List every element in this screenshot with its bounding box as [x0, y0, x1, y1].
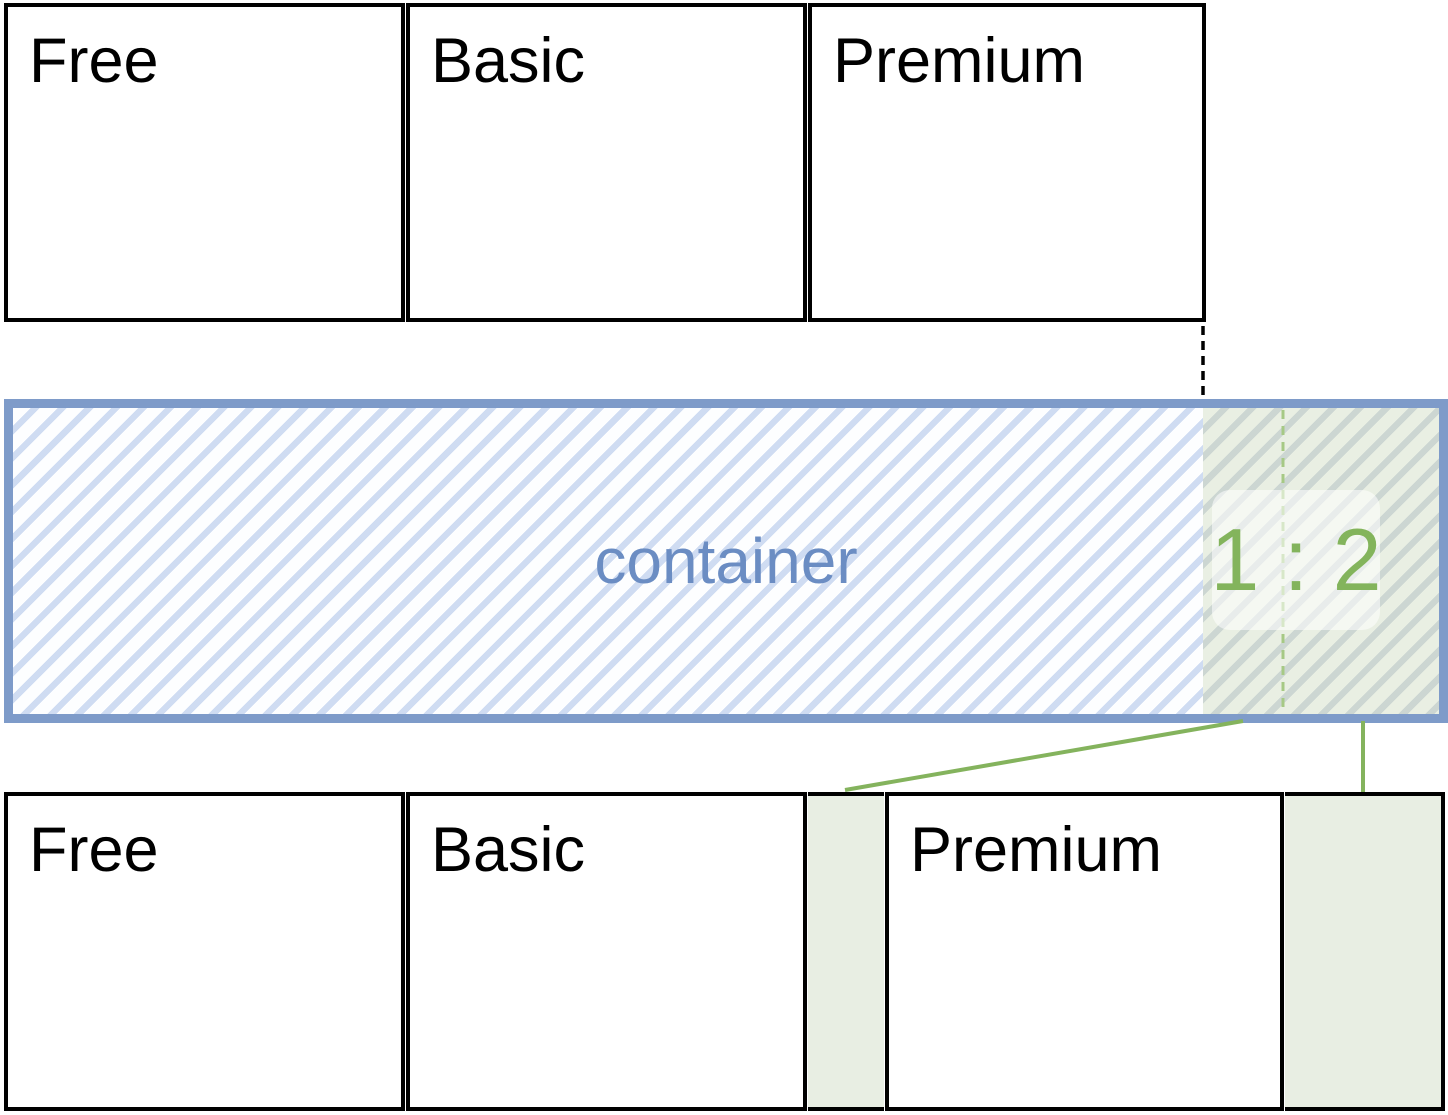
top-cell-premium: Premium: [808, 3, 1206, 322]
top-cell-basic: Basic: [406, 3, 807, 322]
bottom-cell-premium-label: Premium: [910, 815, 1163, 885]
top-cell-premium-label: Premium: [833, 26, 1086, 96]
connector-line-small-gap: [844, 719, 1244, 792]
bottom-cell-basic-label: Basic: [431, 815, 586, 885]
gap-cell-end: [1285, 792, 1445, 1111]
top-cell-free-label: Free: [29, 26, 159, 96]
bottom-cell-free: Free: [4, 792, 405, 1111]
bottom-cell-basic: Basic: [406, 792, 807, 1111]
ratio-label: 1 : 2: [1210, 510, 1382, 609]
gap-cell-small: [808, 792, 884, 1111]
top-cell-basic-label: Basic: [431, 26, 586, 96]
ratio-badge: 1 : 2: [1210, 490, 1382, 630]
bottom-cell-premium: Premium: [885, 792, 1284, 1111]
bottom-cell-free-label: Free: [29, 815, 159, 885]
top-cell-free: Free: [4, 3, 405, 322]
bottom-row: Free Basic Premium: [4, 792, 1445, 1111]
top-row: Free Basic Premium: [4, 3, 1206, 322]
